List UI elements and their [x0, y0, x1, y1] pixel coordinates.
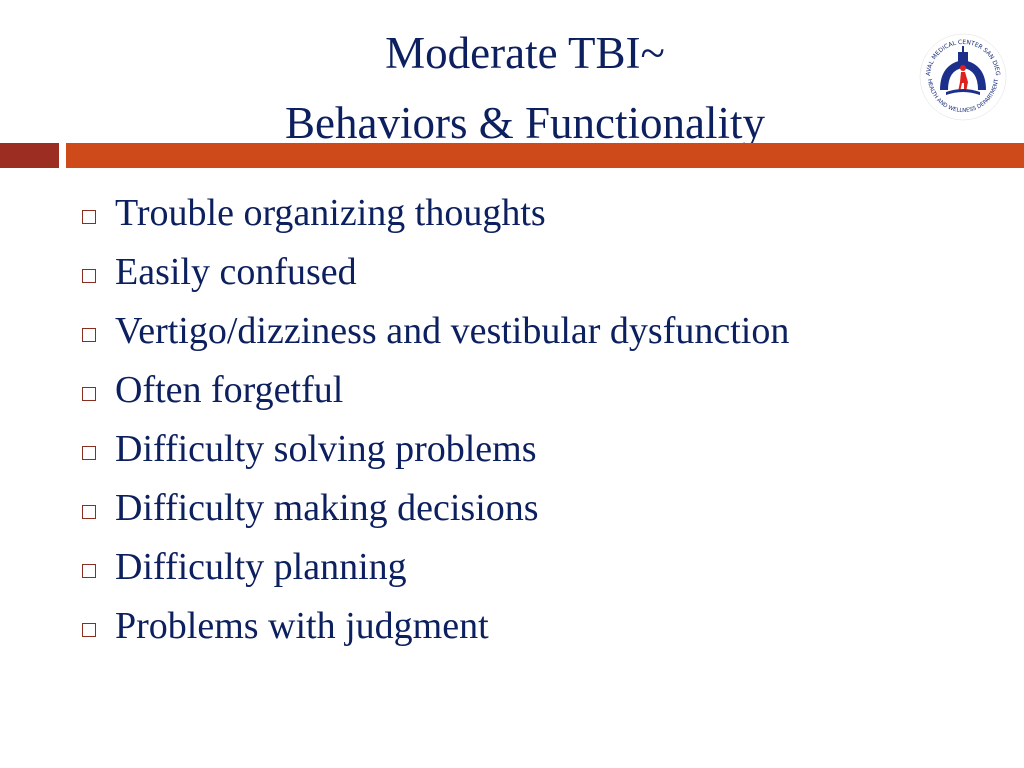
- bullet-text: Often forgetful: [115, 369, 344, 411]
- bullet-text: Easily confused: [115, 251, 357, 293]
- list-item: Trouble organizing thoughts: [82, 184, 789, 243]
- square-bullet-icon: [82, 386, 96, 401]
- square-bullet-icon: [82, 563, 96, 578]
- header-bar-dark-segment: [0, 143, 59, 168]
- list-item: Difficulty planning: [82, 538, 789, 597]
- bullet-text: Trouble organizing thoughts: [115, 192, 546, 234]
- square-bullet-icon: [82, 327, 96, 342]
- bullet-text: Vertigo/dizziness and vestibular dysfunc…: [115, 310, 790, 352]
- square-bullet-icon: [82, 504, 96, 519]
- bullet-text: Problems with judgment: [115, 605, 489, 647]
- list-item: Easily confused: [82, 243, 789, 302]
- header-bar-accent: [66, 143, 1024, 168]
- bullet-text: Difficulty solving problems: [115, 428, 537, 470]
- slide-title: Moderate TBI~ Behaviors & Functionality: [0, 18, 1024, 158]
- naval-medical-center-logo: NAVAL MEDICAL CENTER SAN DIEGO HEALTH AN…: [918, 32, 1007, 121]
- square-bullet-icon: [82, 209, 96, 224]
- bullet-text: Difficulty planning: [115, 546, 407, 588]
- title-line-2: Behaviors & Functionality: [285, 98, 765, 148]
- square-bullet-icon: [82, 268, 96, 283]
- list-item: Difficulty making decisions: [82, 479, 789, 538]
- square-bullet-icon: [82, 622, 96, 637]
- list-item: Often forgetful: [82, 361, 789, 420]
- square-bullet-icon: [82, 445, 96, 460]
- list-item: Problems with judgment: [82, 597, 789, 656]
- bullet-list: Trouble organizing thoughts Easily confu…: [82, 184, 789, 656]
- title-line-1: Moderate TBI~: [385, 28, 665, 78]
- list-item: Difficulty solving problems: [82, 420, 789, 479]
- bullet-text: Difficulty making decisions: [115, 487, 539, 529]
- list-item: Vertigo/dizziness and vestibular dysfunc…: [82, 302, 789, 361]
